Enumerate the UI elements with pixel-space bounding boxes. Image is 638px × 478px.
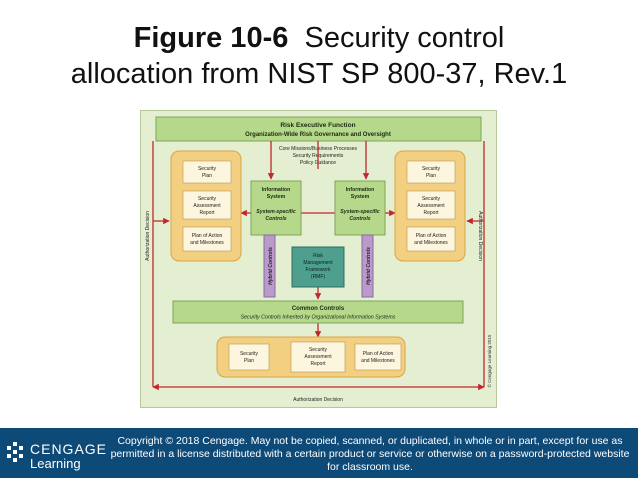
rmf-line2: Management [303,260,333,266]
bottom-plan-line2: Plan [244,358,254,364]
bottom-assessment-report [290,341,346,373]
logo-learning-text: Learning [30,456,81,471]
bottom-sar-line1: Security [309,347,328,353]
left-poam-line1: Plan of Action [192,233,223,239]
common-controls-box [172,300,464,324]
risk-executive-box [155,116,482,142]
left-plan-line2: Plan [202,173,212,179]
bottom-authorization-label: Authorization Decision [293,397,343,403]
right-sar-line1: Security [422,196,441,202]
slide-title-line2: allocation from NIST SP 800-37, Rev.1 [70,58,568,90]
sys1-controls-line1: System-specific [256,209,296,215]
right-plan-line1: Security [422,166,441,172]
right-sar-line3: Report [423,210,439,216]
cengage-logo-icon [7,442,23,462]
sys2-controls-line1: System-specific [340,209,380,215]
info-system-1-line2: System [267,194,286,200]
left-sar-line2: Assessment [193,203,221,209]
right-assessment-report [406,190,456,220]
bottom-poam-line2: and Milestones [361,358,395,364]
rmf-box [291,246,345,288]
diagram-svg: Risk Executive Function Organization-Wid… [145,116,492,403]
footer-bar: CENGAGE Learning Copyright © 2018 Cengag… [0,428,638,478]
security-allocation-diagram: Risk Executive Function Organization-Wid… [140,110,497,408]
info-system-2-line1: Information [346,187,375,193]
left-plan-line1: Security [198,166,217,172]
risk-exec-title: Risk Executive Function [280,122,355,129]
sys1-controls-line2: Controls [265,216,286,222]
left-poam-line2: and Milestones [190,240,224,246]
right-security-plan [406,160,456,184]
rmf-line1: Risk [313,253,323,259]
bottom-sar-line3: Report [310,361,326,367]
sys2-controls-line2: Controls [349,216,370,222]
copyright-notice: Copyright © 2018 Cengage. May not be cop… [110,435,630,473]
left-authorization-label: Authorization Decision [145,211,151,261]
right-authorization-label: Authorization Decision [477,211,483,261]
hybrid-label-2: Hybrid Controls [366,247,372,285]
hybrid-controls-bar-1 [263,234,276,298]
info-system-1-line1: Information [262,187,291,193]
right-poam-line1: Plan of Action [416,233,447,239]
right-plan-line2: Plan [426,173,436,179]
common-controls-subtitle: Security Controls Inherited by Organizat… [241,315,396,321]
cengage-logo: CENGAGE Learning [4,440,108,471]
figure-number: Figure 10-6 [133,22,289,54]
logo-cengage-text: CENGAGE [30,441,108,457]
right-sar-line2: Assessment [417,203,445,209]
bottom-plan-line1: Security [240,351,259,357]
title-text: Security control [304,22,505,54]
hybrid-label-1: Hybrid Controls [268,247,274,285]
common-controls-title: Common Controls [292,306,345,312]
bottom-security-plan [228,343,270,371]
right-poam-line2: and Milestones [414,240,448,246]
rmf-line3: Framework [305,267,331,273]
left-sar-line3: Report [199,210,215,216]
left-assessment-report [182,190,232,220]
bottom-sar-line2: Assessment [304,354,332,360]
right-poam [406,226,456,252]
left-security-plan [182,160,232,184]
slide-title-line1: Figure 10-6 Security control [0,20,638,56]
information-system-2 [334,180,386,236]
bottom-poam [354,343,402,371]
cengage-credit: © Cengage Learning 2015 [486,334,492,387]
rmf-line4: (RMF) [311,274,325,280]
risk-exec-subtitle: Organization-Wide Risk Governance and Ov… [245,132,391,138]
left-poam [182,226,232,252]
information-system-1 [250,180,302,236]
bottom-poam-line1: Plan of Action [363,351,394,357]
left-sar-line1: Security [198,196,217,202]
info-system-2-line2: System [351,194,370,200]
hybrid-controls-bar-2 [361,234,374,298]
slide-title: Figure 10-6 Security control allocation … [0,20,638,92]
